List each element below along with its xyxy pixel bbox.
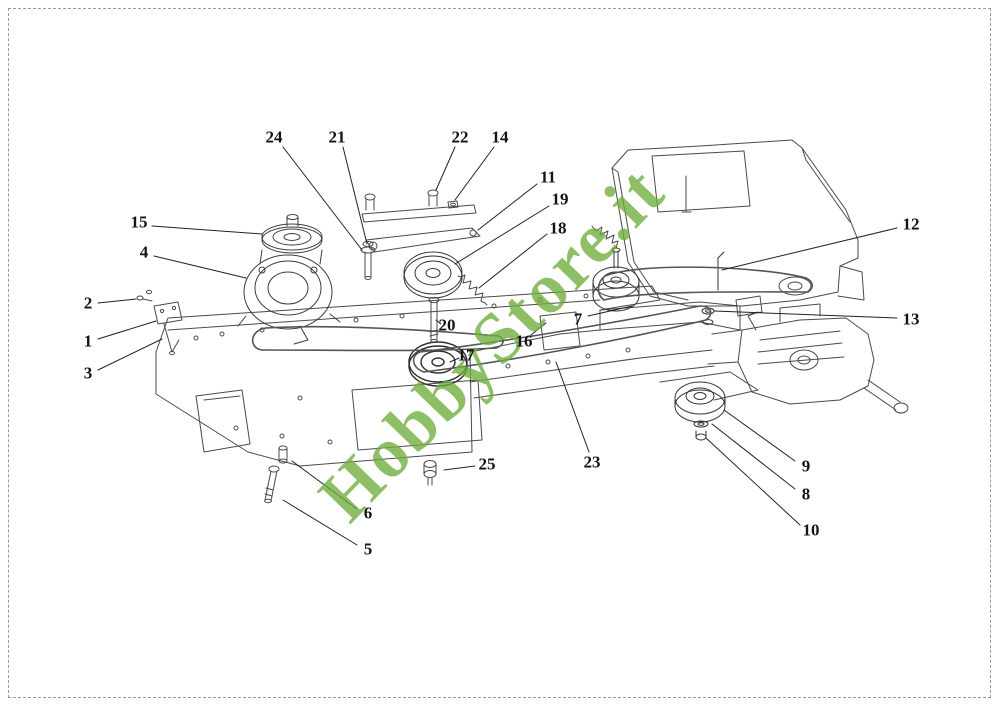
- leader-line-17: [449, 357, 460, 363]
- leader-line-25: [443, 465, 476, 471]
- leader-line-21: [342, 146, 368, 245]
- drive-belts: [251, 266, 814, 373]
- leader-line-5: [282, 499, 358, 546]
- bolt-25: [423, 460, 437, 486]
- leader-line-24: [282, 146, 363, 251]
- left-bracket-hardware: [136, 289, 183, 356]
- idler-pulley-19: [403, 251, 463, 299]
- leader-line-8: [711, 423, 796, 490]
- leader-line-18: [478, 233, 548, 289]
- leader-line-3: [97, 338, 163, 371]
- leader-line-6: [291, 460, 358, 510]
- clutch-assembly: [237, 214, 341, 345]
- leader-line-12: [721, 227, 898, 271]
- leader-line-7: [587, 305, 633, 317]
- leader-line-9: [723, 409, 796, 462]
- leader-line-13: [713, 310, 898, 319]
- leader-line-23: [555, 361, 590, 453]
- leader-line-2: [97, 298, 137, 304]
- pulley-9-assembly: [674, 381, 726, 441]
- leader-line-1: [97, 320, 157, 340]
- leader-line-16: [530, 322, 547, 336]
- idler-pulley-17: [408, 341, 468, 387]
- bolt-5-spacer-6: [264, 445, 288, 504]
- leader-lines: [97, 146, 898, 546]
- leader-line-19: [454, 205, 550, 265]
- idler-bracket-bar: [361, 189, 477, 223]
- leader-line-20: [435, 319, 442, 325]
- leader-line-22: [435, 146, 456, 191]
- leader-line-11: [477, 183, 538, 231]
- chassis-upper-panel: [611, 139, 865, 317]
- leader-line-14: [454, 146, 495, 201]
- idler-arm-assembly: [360, 225, 619, 306]
- bolt-20: [428, 296, 440, 343]
- leader-line-15: [151, 225, 263, 235]
- transaxle: [707, 276, 909, 414]
- double-pulley-7: [592, 247, 725, 325]
- leader-line-4: [153, 255, 247, 279]
- chassis-main-frame: [155, 285, 759, 467]
- leader-line-10: [705, 437, 801, 526]
